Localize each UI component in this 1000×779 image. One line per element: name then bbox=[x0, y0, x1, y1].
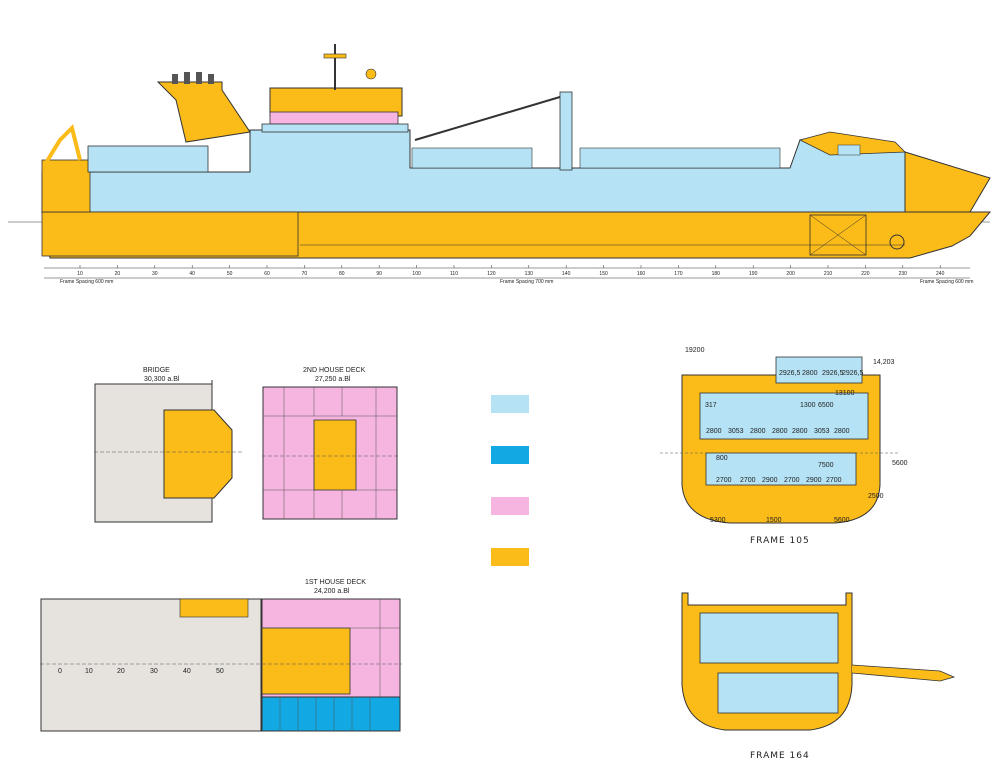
stern-block bbox=[41, 211, 299, 257]
f105-upper-1: 2800 bbox=[802, 370, 818, 377]
frame-105-title: FRAME 105 bbox=[750, 536, 810, 546]
f105-lower-5: 2700 bbox=[826, 477, 842, 484]
f105-upper-0: 2926,5 bbox=[779, 370, 801, 377]
f105-mid-6: 2800 bbox=[834, 428, 850, 435]
funnel-exhaust-1 bbox=[172, 74, 178, 84]
stern-top bbox=[41, 159, 91, 213]
f105-small-2: 6500 bbox=[818, 402, 834, 409]
f105-small-1: 1300 bbox=[800, 402, 816, 409]
frame-number-190: 190 bbox=[749, 271, 758, 277]
crane-boom bbox=[414, 93, 571, 141]
aft-a-frame bbox=[42, 124, 82, 168]
frame-number-120: 120 bbox=[487, 271, 496, 277]
frame-number-180: 180 bbox=[712, 271, 721, 277]
frame-number-20: 20 bbox=[115, 271, 121, 277]
f105-bottom-0: 5300 bbox=[710, 517, 726, 524]
frame-spacing-fwd: Frame Spacing 600 mm bbox=[920, 279, 974, 285]
frame-number-80: 80 bbox=[339, 271, 345, 277]
bow bbox=[904, 151, 991, 213]
frame-number-60: 60 bbox=[264, 271, 270, 277]
frame-number-10: 10 bbox=[77, 271, 83, 277]
frame-spacing-mid: Frame Spacing 700 mm bbox=[500, 279, 554, 285]
f105-upper-2: 2926,5 bbox=[822, 370, 844, 377]
f105-mid-3: 2800 bbox=[772, 428, 788, 435]
f105-upper-3: 2926,5 bbox=[842, 370, 864, 377]
frame-number-130: 130 bbox=[525, 271, 534, 277]
bridge-plan bbox=[94, 380, 242, 523]
frame-number-220: 220 bbox=[861, 271, 870, 277]
frame-number-150: 150 bbox=[599, 271, 608, 277]
second-deck-title: 2ND HOUSE DECK bbox=[303, 367, 366, 374]
f105-lower-4: 2900 bbox=[806, 477, 822, 484]
superstructure-lightblue bbox=[261, 123, 409, 133]
f105-small-7: 5600 bbox=[892, 460, 908, 467]
legend-swatch-light-blue bbox=[491, 395, 529, 413]
f105-small-6: 2500 bbox=[868, 493, 884, 500]
funnel-exhaust-2 bbox=[184, 72, 190, 84]
f105-small-0: 317 bbox=[705, 402, 717, 409]
frame-spacing-aft: Frame Spacing 600 mm bbox=[60, 279, 114, 285]
bow-thruster-compartment bbox=[809, 214, 867, 256]
frame-164-title: FRAME 164 bbox=[750, 751, 810, 761]
frame-number-100: 100 bbox=[412, 271, 421, 277]
f105-mid-0: 2800 bbox=[706, 428, 722, 435]
bridge-level: 30,300 a.Bl bbox=[144, 376, 180, 383]
frame-number-50: 50 bbox=[227, 271, 233, 277]
frame-164-section bbox=[681, 592, 956, 731]
frame-number-30: 30 bbox=[152, 271, 158, 277]
legend-swatch-blue bbox=[491, 446, 529, 464]
frame-number-160: 160 bbox=[637, 271, 646, 277]
frame-number-240: 240 bbox=[936, 271, 945, 277]
frame-number-200: 200 bbox=[786, 271, 795, 277]
funnel-exhaust-4 bbox=[208, 74, 214, 84]
frame-ticks: 10 20 30 40 50 60 70 80 90 100 110 120 130 140 150 160 1… bbox=[77, 265, 945, 277]
f105-lower-2: 2900 bbox=[762, 477, 778, 484]
f105-dim-top-left: 19200 bbox=[685, 347, 705, 354]
f105-small-3: 800 bbox=[716, 455, 728, 462]
second-house-deck-plan bbox=[262, 386, 400, 520]
ship-profile: 10 20 30 40 50 60 70 80 90 100 110 120 130 140 150 160 1… bbox=[8, 44, 992, 279]
legend-swatch-yellow bbox=[491, 548, 529, 566]
f105-lower-1: 2700 bbox=[740, 477, 756, 484]
first-deck-level: 24,200 a.Bl bbox=[314, 588, 350, 595]
f105-lower-3: 2700 bbox=[784, 477, 800, 484]
frame-number-90: 90 bbox=[376, 271, 382, 277]
first-house-deck-plan bbox=[40, 598, 402, 732]
deck-cargo-1 bbox=[411, 147, 533, 169]
frame-number-70: 70 bbox=[302, 271, 308, 277]
forecastle-box bbox=[837, 144, 861, 156]
crane-pedestal bbox=[559, 91, 573, 171]
radome bbox=[365, 68, 377, 80]
frame-number-170: 170 bbox=[674, 271, 683, 277]
deck-cargo-2 bbox=[579, 147, 781, 169]
frame-number-110: 110 bbox=[450, 271, 458, 277]
f105-small-4: 7500 bbox=[818, 462, 834, 469]
funnel-exhaust-3 bbox=[196, 72, 202, 84]
superstructure-pink bbox=[269, 111, 399, 125]
frame-number-230: 230 bbox=[899, 271, 908, 277]
first-deck-title: 1ST HOUSE DECK bbox=[305, 579, 366, 586]
frame-number-40: 40 bbox=[189, 271, 195, 277]
legend-swatch-pink bbox=[491, 497, 529, 515]
mast-yard bbox=[323, 53, 347, 59]
forecastle bbox=[798, 131, 906, 156]
f105-bottom-1: 1500 bbox=[766, 517, 782, 524]
f105-lower-0: 2700 bbox=[716, 477, 732, 484]
funnel bbox=[156, 81, 251, 143]
f105-mid-4: 2800 bbox=[792, 428, 808, 435]
f105-mid-5: 3053 bbox=[814, 428, 830, 435]
f105-mid-1: 3053 bbox=[728, 428, 744, 435]
f105-dim-top-right: 14,203 bbox=[873, 359, 895, 366]
frame-number-140: 140 bbox=[562, 271, 571, 277]
f105-small-5: 13100 bbox=[835, 390, 855, 397]
frame-number-210: 210 bbox=[824, 271, 833, 277]
frame-105-section bbox=[660, 356, 900, 524]
aft-deckhouse bbox=[87, 145, 209, 173]
f105-bottom-2: 5600 bbox=[834, 517, 850, 524]
f105-mid-2: 2800 bbox=[750, 428, 766, 435]
bow-thruster bbox=[889, 234, 905, 250]
bridge-title: BRIDGE bbox=[143, 367, 170, 374]
second-deck-level: 27,250 a.Bl bbox=[315, 376, 351, 383]
